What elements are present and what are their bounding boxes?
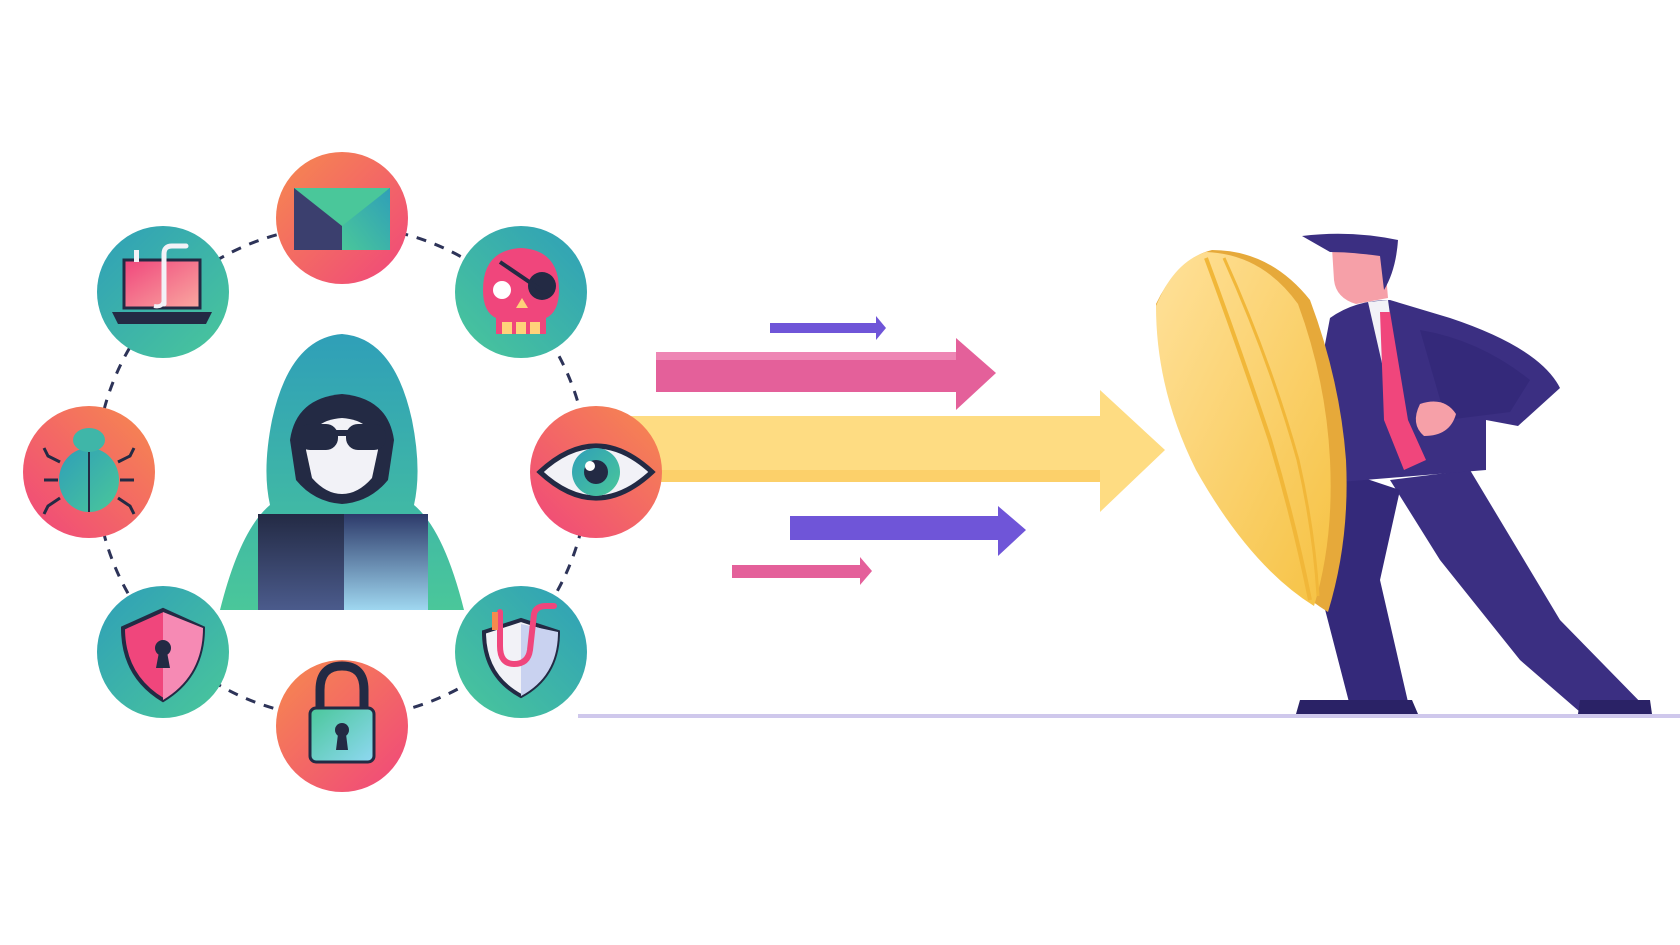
padlock-icon xyxy=(276,660,408,792)
bug-icon xyxy=(23,406,155,538)
phishing-laptop-icon xyxy=(97,226,229,358)
attack-arrows xyxy=(620,316,1165,585)
arrow-purple-mid xyxy=(790,506,1026,556)
email-icon xyxy=(276,152,408,284)
worm-shield-icon xyxy=(455,586,587,718)
arrow-pink-large xyxy=(656,338,996,410)
businessman-with-shield xyxy=(1156,233,1652,714)
pirate-skull-icon xyxy=(455,226,587,358)
threat-badges xyxy=(23,152,662,792)
arrow-yellow-main xyxy=(620,390,1165,512)
keyhole-shield-icon xyxy=(97,586,229,718)
arrow-purple-top xyxy=(770,316,886,340)
arrow-pink-small xyxy=(732,557,872,585)
eye-icon xyxy=(530,406,662,538)
hooded-hacker xyxy=(220,334,464,610)
